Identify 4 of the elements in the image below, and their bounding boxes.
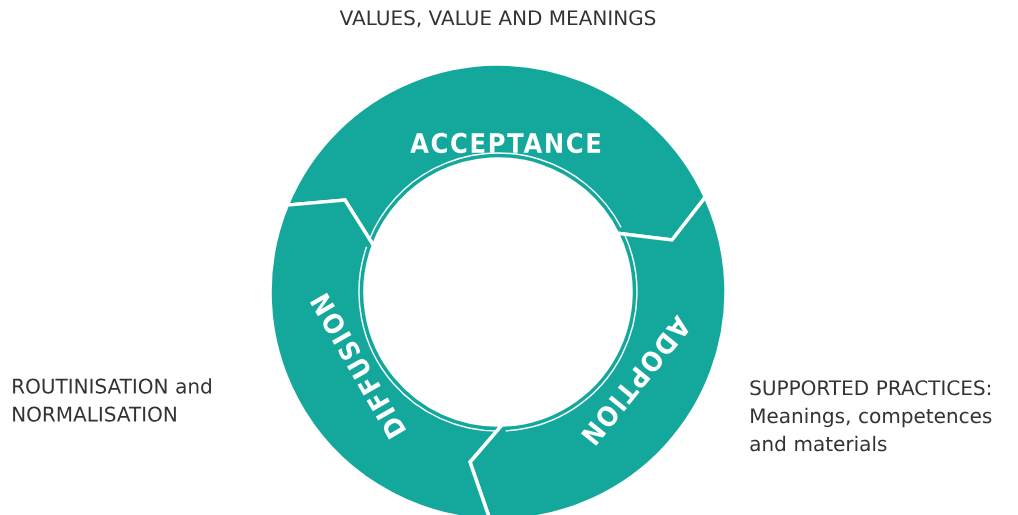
caption-text: VALUES, VALUE AND MEANINGS: [339, 10, 656, 28]
ring-segment: ACCEPTANCE: [285, 62, 708, 248]
caption-text: SUPPORTED PRACTICES: Meanings, competences and materials: [750, 380, 992, 452]
caption-text: ROUTINISATION and NORMALISATION: [13, 378, 211, 422]
